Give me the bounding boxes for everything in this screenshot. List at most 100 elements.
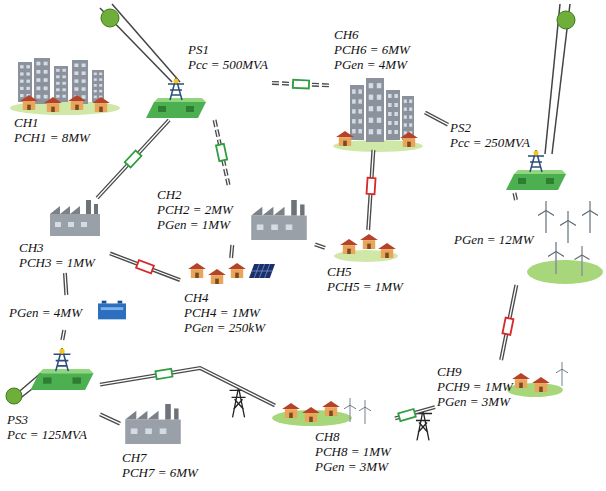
wind-turbine [359, 400, 371, 424]
building-icon [92, 70, 104, 102]
power-value: PGen = 1MW [157, 217, 233, 232]
wind-turbine [556, 362, 568, 386]
power-line [231, 245, 232, 258]
power-value: PCH1 = 8MW [14, 130, 90, 145]
cluster-area: CH3PCH3 = 1MW [15, 198, 110, 273]
house-icon [44, 97, 62, 112]
label-group: CH4PCH4 = 1MWPGen = 250kW [184, 290, 265, 335]
power-line [110, 253, 180, 280]
substation-icon [146, 78, 206, 118]
building-icon [34, 58, 50, 104]
house-icon [400, 132, 418, 147]
cable-inner [315, 244, 325, 248]
power-line [97, 120, 169, 198]
substation-icon [506, 150, 566, 190]
edge-layer [62, 83, 516, 424]
power-value: PGen = 250kW [184, 320, 265, 335]
cluster-area: CH2PCH2 = 2MWPGen = 1MW [155, 185, 315, 245]
power-line [514, 193, 515, 200]
grid-globe [557, 11, 575, 29]
cluster-area: CH9PCH9 = 1MWPGen = 3MW [435, 360, 555, 420]
breaker-symbol [398, 409, 416, 421]
node-label: CH9 [437, 364, 513, 379]
label-group: PGen = 4MW [9, 305, 82, 320]
building-icon [350, 85, 364, 140]
cable-outer [65, 273, 66, 295]
breaker-symbol [216, 144, 227, 161]
breaker-symbol [136, 260, 154, 273]
cable-inner [514, 193, 515, 200]
node-label: PS2 [450, 120, 530, 135]
wind-turbine [560, 211, 576, 243]
node-label: CH4 [184, 290, 265, 305]
power-value: PCH9 = 1MW [437, 379, 513, 394]
grid-line [112, 4, 180, 82]
grid-globe [101, 9, 119, 27]
wind-turbine [538, 201, 554, 233]
power-line [501, 285, 516, 360]
wind-turbine [575, 246, 590, 276]
node-label: CH6 [334, 27, 410, 42]
cable-inner [425, 113, 448, 125]
house-icon [512, 373, 530, 388]
label-group: CH8PCH8 = 1MWPGen = 3MW [315, 429, 391, 474]
label-group: CH5PCH5 = 1MW [327, 264, 403, 294]
node-label: PS3 [7, 412, 87, 427]
house-icon [302, 407, 320, 422]
cluster-area: PS2Pcc = 250MVA [448, 118, 565, 193]
breaker-symbol [125, 150, 142, 167]
pylon-symbol [414, 410, 432, 440]
ground [527, 260, 603, 284]
power-value: Pcc = 500MVA [188, 57, 268, 72]
power-line [425, 113, 448, 125]
house-icon [92, 97, 110, 112]
cable-outer [315, 244, 325, 248]
house-icon [188, 263, 206, 278]
building-icon [54, 66, 68, 102]
house-icon [228, 263, 246, 278]
breaker-symbol [293, 80, 309, 89]
house-icon [336, 131, 354, 146]
node-label: CH1 [14, 115, 90, 130]
cluster-area: PS3Pcc = 125MVA [5, 340, 100, 445]
building-icon [366, 78, 384, 142]
cable-inner [97, 120, 169, 198]
power-line [62, 330, 64, 340]
grid-line [545, 4, 560, 154]
node-label: PGen = 4MW [9, 305, 82, 320]
house-icon [282, 403, 300, 418]
factory-icon [125, 404, 181, 444]
label-group: CH1PCH1 = 8MW [14, 115, 90, 145]
cable-inner [501, 285, 516, 360]
power-value: PGen = 3MW [437, 394, 513, 409]
cluster-area: CH4PCH4 = 1MWPGen = 250kW [180, 258, 275, 338]
house-icon [68, 95, 86, 110]
house-icon [340, 239, 358, 254]
node-label: PGen = 12MW [454, 232, 534, 247]
label-group: PS3Pcc = 125MVA [7, 412, 87, 442]
cable-outer [110, 253, 180, 280]
breaker-symbol [502, 318, 513, 335]
house-icon [378, 243, 396, 258]
breaker-symbol [367, 178, 376, 194]
label-group: CH7PCH7 = 6MW [122, 450, 198, 480]
node-label: PS1 [188, 42, 268, 57]
factory-icon [50, 200, 100, 236]
grid-globe [6, 388, 22, 404]
cable-outer [231, 245, 232, 258]
cable-outer [514, 193, 515, 200]
wind-turbine [548, 242, 564, 274]
cable-outer [425, 113, 448, 125]
power-value: PGen = 3MW [315, 459, 391, 474]
building-icon [386, 90, 400, 140]
cable-inner [100, 368, 275, 406]
substation-icon [31, 348, 94, 390]
label-group: CH6PCH6 = 6MWPGen = 4MW [334, 27, 410, 72]
label-group: PS1Pcc = 500MVA [188, 42, 268, 72]
house-icon [532, 377, 550, 392]
house-icon [360, 234, 378, 249]
power-line [315, 244, 325, 248]
node-label: CH8 [315, 429, 391, 444]
battery-icon [98, 301, 126, 320]
